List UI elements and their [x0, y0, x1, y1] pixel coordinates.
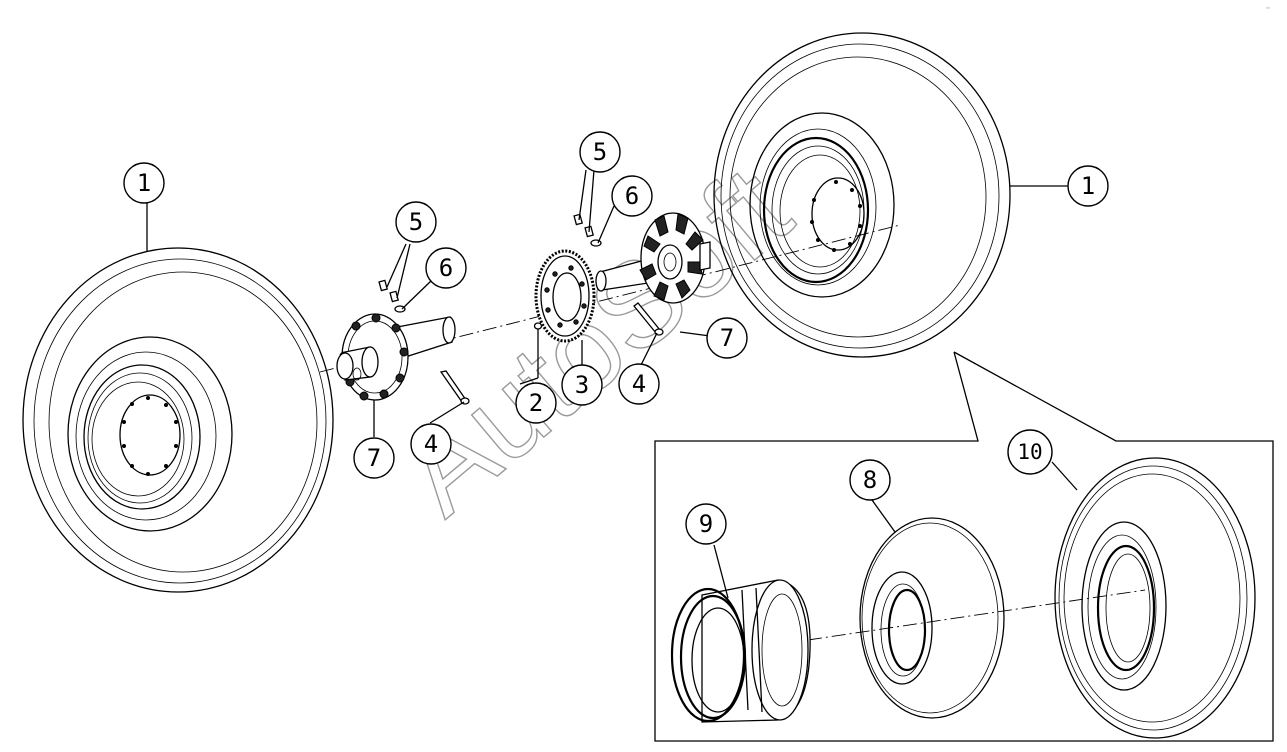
callout-washer-left: 6 — [425, 247, 467, 289]
callout-tire-right: 1 — [1067, 165, 1109, 207]
svg-text:6: 6 — [625, 182, 639, 210]
callout-inner-tube: 8 — [849, 459, 891, 501]
left-hub-assembly — [336, 279, 470, 405]
callout-rim: 9 — [685, 503, 727, 545]
callout-sprocket: 3 — [561, 364, 603, 406]
detail-tire-part — [1054, 457, 1256, 739]
svg-text:7: 7 — [367, 444, 381, 472]
svg-text:4: 4 — [632, 370, 646, 398]
callout-washer-right: 6 — [611, 175, 653, 217]
callout-long-bolt-right: 4 — [618, 363, 660, 405]
svg-text:8: 8 — [863, 466, 877, 494]
inner-tube-part — [859, 517, 1005, 719]
left-wheel-assembly — [22, 247, 334, 593]
svg-text:5: 5 — [409, 208, 423, 236]
svg-text:1: 1 — [1081, 172, 1095, 200]
svg-text:10: 10 — [1017, 440, 1042, 464]
svg-text:6: 6 — [439, 254, 453, 282]
leader-lines — [146, 169, 1078, 599]
callout-screw-left: 5 — [395, 201, 437, 243]
svg-text:7: 7 — [720, 324, 734, 352]
right-wheel-assembly — [713, 32, 1011, 358]
detail-inset — [654, 351, 1274, 742]
corner-tag: ᵃᵇᶜ — [1266, 6, 1271, 11]
callout-screw-right: 5 — [579, 131, 621, 173]
svg-text:5: 5 — [593, 138, 607, 166]
callout-tire-left: 1 — [123, 162, 165, 204]
svg-text:4: 4 — [424, 430, 438, 458]
svg-text:3: 3 — [575, 371, 589, 399]
svg-text:9: 9 — [699, 510, 713, 538]
sprocket-assembly — [533, 249, 596, 378]
callout-rear-bolt: 2 — [515, 382, 557, 424]
callout-detail-tire: 10 — [1007, 429, 1053, 475]
svg-text:1: 1 — [137, 169, 151, 197]
callout-hub-left: 7 — [353, 437, 395, 479]
callout-hub-right: 7 — [706, 317, 748, 359]
callout-long-bolt-left: 4 — [410, 423, 452, 465]
rim-part — [670, 579, 811, 723]
svg-text:2: 2 — [529, 389, 543, 417]
